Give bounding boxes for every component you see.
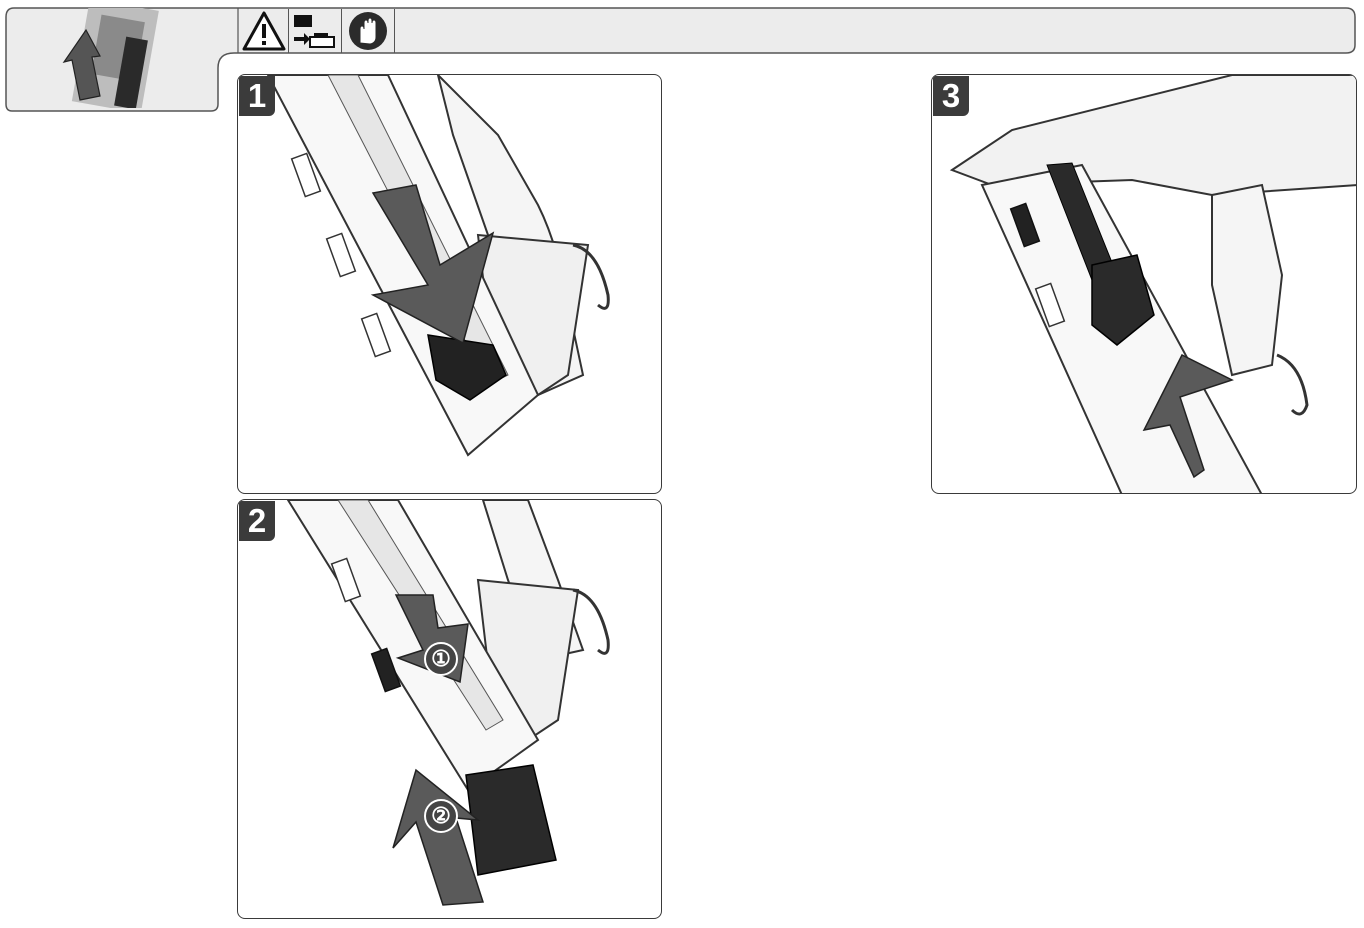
header-bar [0, 0, 1364, 120]
step-thumbnail [8, 8, 216, 108]
callout-2: ② [424, 799, 458, 833]
step-badge: 3 [933, 76, 969, 116]
step-2-panel: 2 ① ② [237, 499, 662, 919]
step-3-illustration [949, 75, 1356, 493]
wear-gloves-icon [344, 9, 392, 53]
step-3-panel: 3 [931, 74, 1357, 494]
warning-triangle-icon [240, 9, 288, 53]
step-1-panel: 1 [237, 74, 662, 494]
callout-1: ① [424, 642, 458, 676]
step-badge: 1 [239, 76, 275, 116]
step-1-illustration [266, 75, 610, 457]
header-frame [5, 7, 1356, 112]
step-2-illustration [286, 500, 610, 906]
step-badge: 2 [239, 501, 275, 541]
remove-battery-icon [290, 9, 338, 53]
